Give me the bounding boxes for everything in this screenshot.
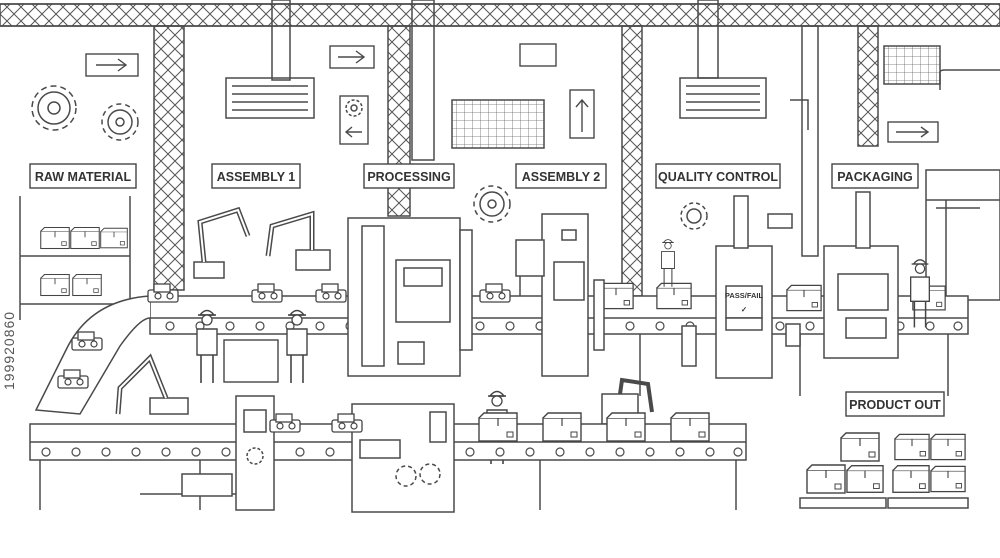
stock-image-id: 199920860: [1, 311, 17, 390]
arrow-right-icon: [329, 45, 375, 69]
station-label-raw-material: RAW MATERIAL: [29, 163, 137, 189]
lower-machines: [181, 395, 455, 513]
qc-display-label: PASS/FAIL: [725, 291, 764, 300]
gear-icon: [473, 185, 511, 223]
gear-icon: [680, 202, 708, 230]
station-label-packaging: PACKAGING: [831, 163, 919, 189]
gear-icon: [345, 99, 363, 117]
assembly-2-machine: [515, 213, 589, 377]
quality-control-machine: [681, 99, 809, 379]
svg-text:PRODUCT OUT: PRODUCT OUT: [849, 398, 941, 412]
packaging-machine: [823, 191, 899, 359]
processing-machine: [347, 217, 605, 377]
station-label-quality-control: QUALITY CONTROL: [655, 163, 781, 189]
arrow-right-icon: [85, 53, 139, 77]
svg-text:QUALITY CONTROL: QUALITY CONTROL: [658, 170, 778, 184]
station-label-processing: PROCESSING: [363, 163, 455, 189]
gear-icon: [31, 85, 77, 131]
svg-text:PROCESSING: PROCESSING: [367, 170, 450, 184]
workers: [196, 238, 931, 465]
product-out-pallets: [799, 432, 969, 509]
raw-material-shelf: [19, 196, 131, 320]
svg-text:ASSEMBLY 2: ASSEMBLY 2: [522, 170, 601, 184]
svg-text:ASSEMBLY 1: ASSEMBLY 1: [217, 170, 296, 184]
svg-text:PACKAGING: PACKAGING: [837, 170, 912, 184]
station-label-assembly-2: ASSEMBLY 2: [515, 163, 607, 189]
svg-text:RAW MATERIAL: RAW MATERIAL: [35, 170, 132, 184]
station-label-product-out: PRODUCT OUT: [845, 391, 945, 417]
qc-display-mark: ✓: [741, 305, 747, 314]
arrow-right-icon: [887, 121, 939, 143]
arrow-up-icon: [569, 89, 595, 139]
station-label-assembly-1: ASSEMBLY 1: [211, 163, 301, 189]
gear-icon: [101, 103, 139, 141]
decorative-gears: [31, 85, 708, 230]
